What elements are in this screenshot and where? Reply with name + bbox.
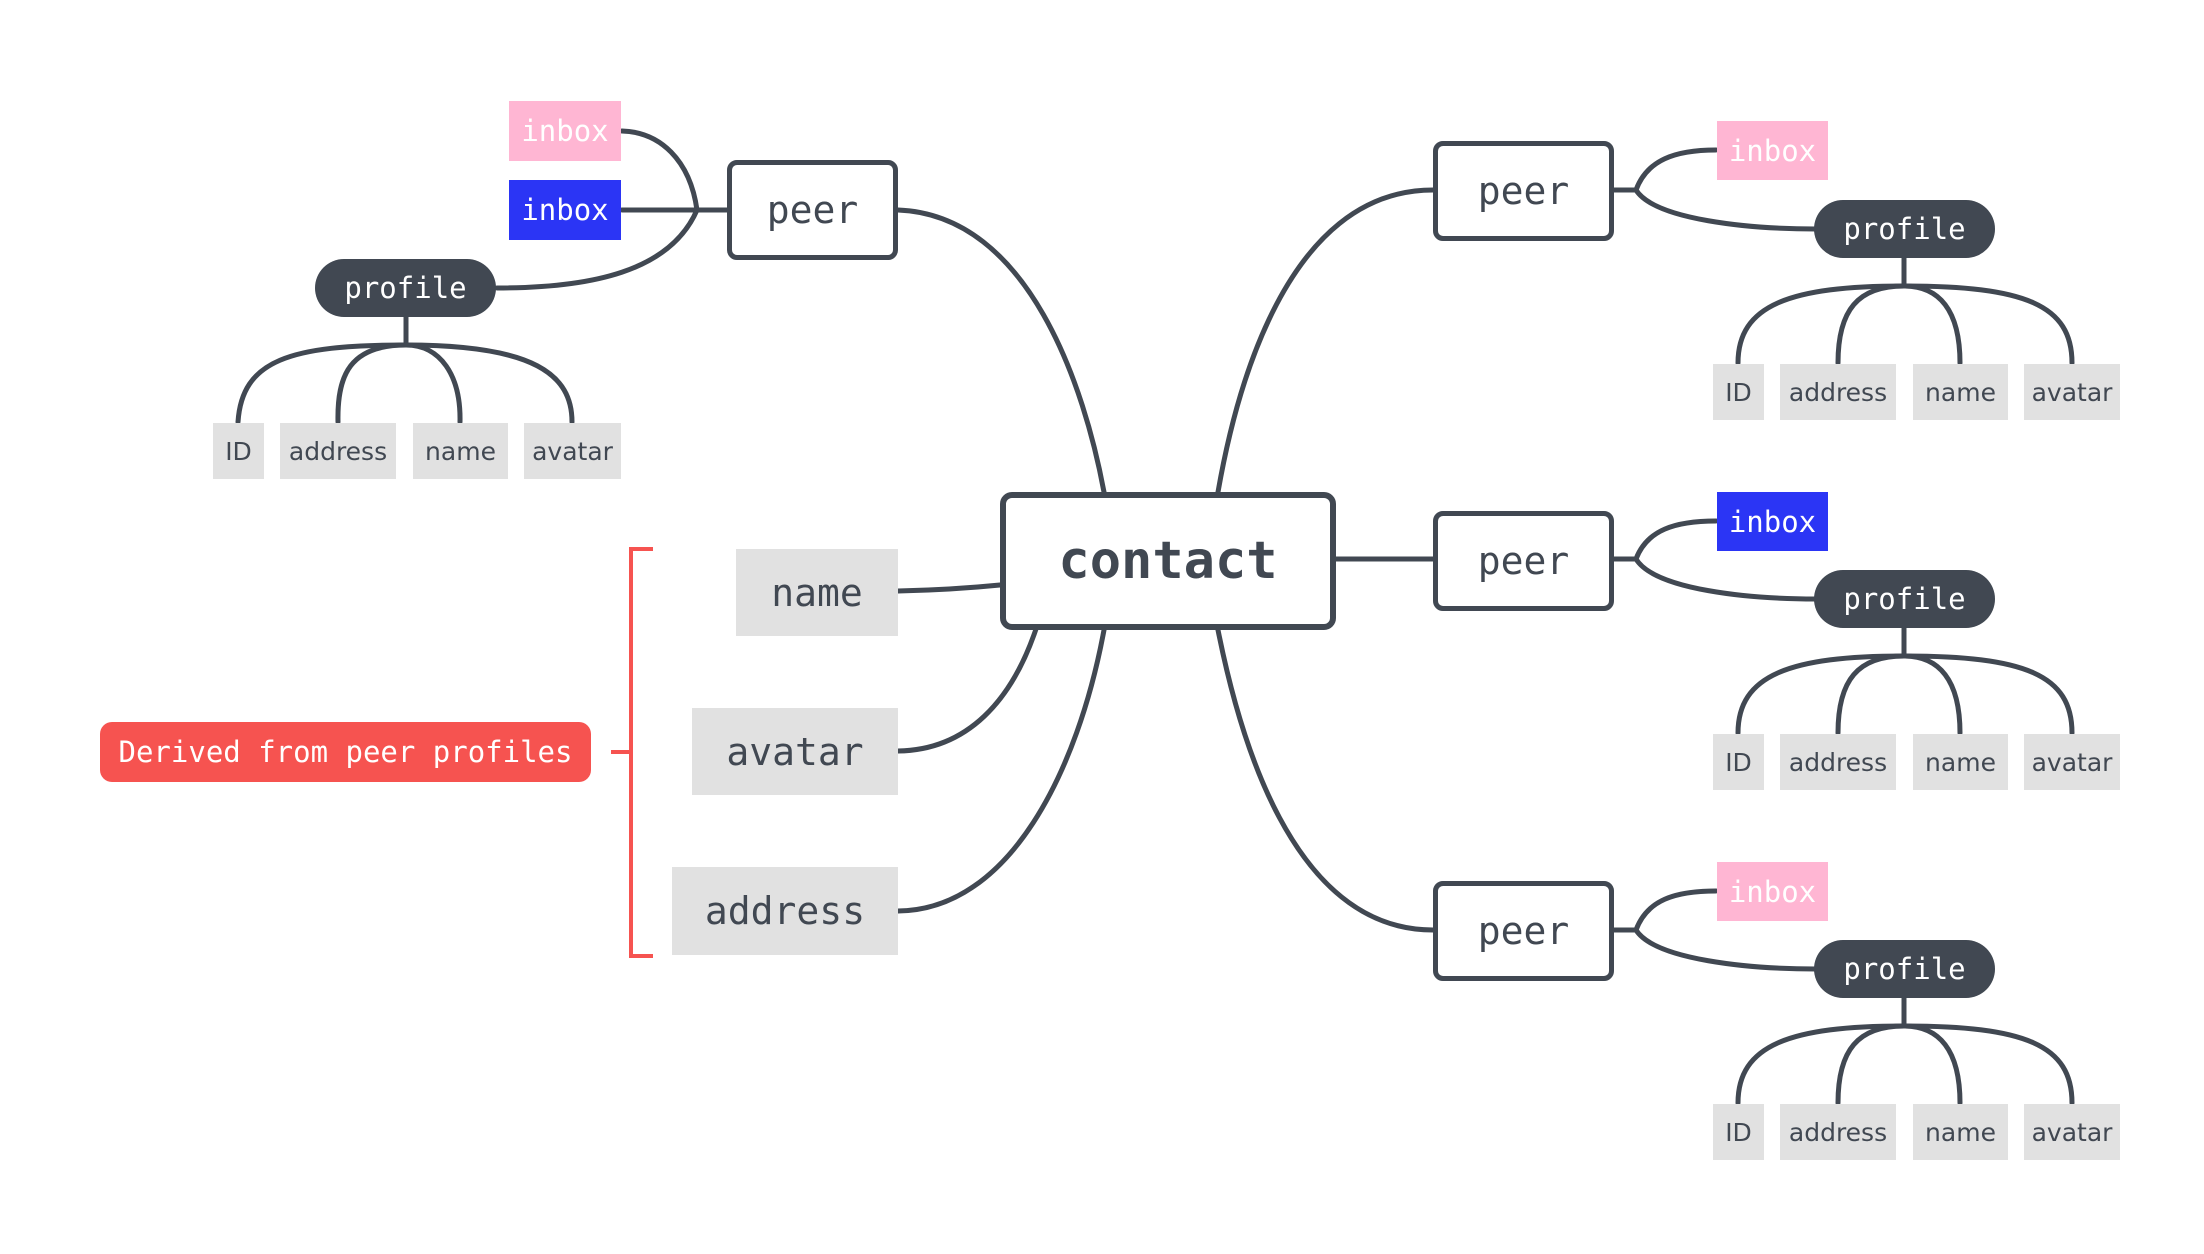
field-address[interactable]: address	[1780, 734, 1896, 790]
inbox-node-pink[interactable]: inbox	[509, 101, 621, 161]
bracket	[629, 547, 653, 958]
field-name[interactable]: name	[1913, 1104, 2008, 1160]
field-address[interactable]: address	[280, 423, 396, 479]
profile-node[interactable]: profile	[1814, 940, 1995, 998]
attribute-avatar[interactable]: avatar	[692, 708, 898, 795]
contact-node[interactable]: contact	[1000, 492, 1336, 630]
peer-node-top-left[interactable]: peer	[727, 160, 898, 260]
field-id[interactable]: ID	[213, 423, 264, 479]
field-avatar[interactable]: avatar	[2024, 734, 2120, 790]
profile-node[interactable]: profile	[1814, 570, 1995, 628]
field-id[interactable]: ID	[1713, 734, 1764, 790]
field-address[interactable]: address	[1780, 1104, 1896, 1160]
field-name[interactable]: name	[1913, 734, 2008, 790]
field-id[interactable]: ID	[1713, 1104, 1764, 1160]
field-name[interactable]: name	[1913, 364, 2008, 420]
field-avatar[interactable]: avatar	[2024, 1104, 2120, 1160]
derived-note: Derived from peer profiles	[100, 722, 591, 782]
inbox-node-pink[interactable]: inbox	[1717, 862, 1828, 921]
peer-node-right-1[interactable]: peer	[1433, 141, 1614, 241]
profile-node[interactable]: profile	[1814, 200, 1995, 258]
attribute-name[interactable]: name	[736, 549, 898, 636]
inbox-node-blue[interactable]: inbox	[509, 180, 621, 240]
peer-node-right-2[interactable]: peer	[1433, 511, 1614, 611]
field-address[interactable]: address	[1780, 364, 1896, 420]
field-name[interactable]: name	[413, 423, 508, 479]
peer-node-right-3[interactable]: peer	[1433, 881, 1614, 981]
field-avatar[interactable]: avatar	[524, 423, 621, 479]
inbox-node-blue[interactable]: inbox	[1717, 492, 1828, 551]
attribute-address[interactable]: address	[672, 867, 898, 955]
inbox-node-pink[interactable]: inbox	[1717, 121, 1828, 180]
profile-node[interactable]: profile	[315, 259, 496, 317]
field-avatar[interactable]: avatar	[2024, 364, 2120, 420]
field-id[interactable]: ID	[1713, 364, 1764, 420]
